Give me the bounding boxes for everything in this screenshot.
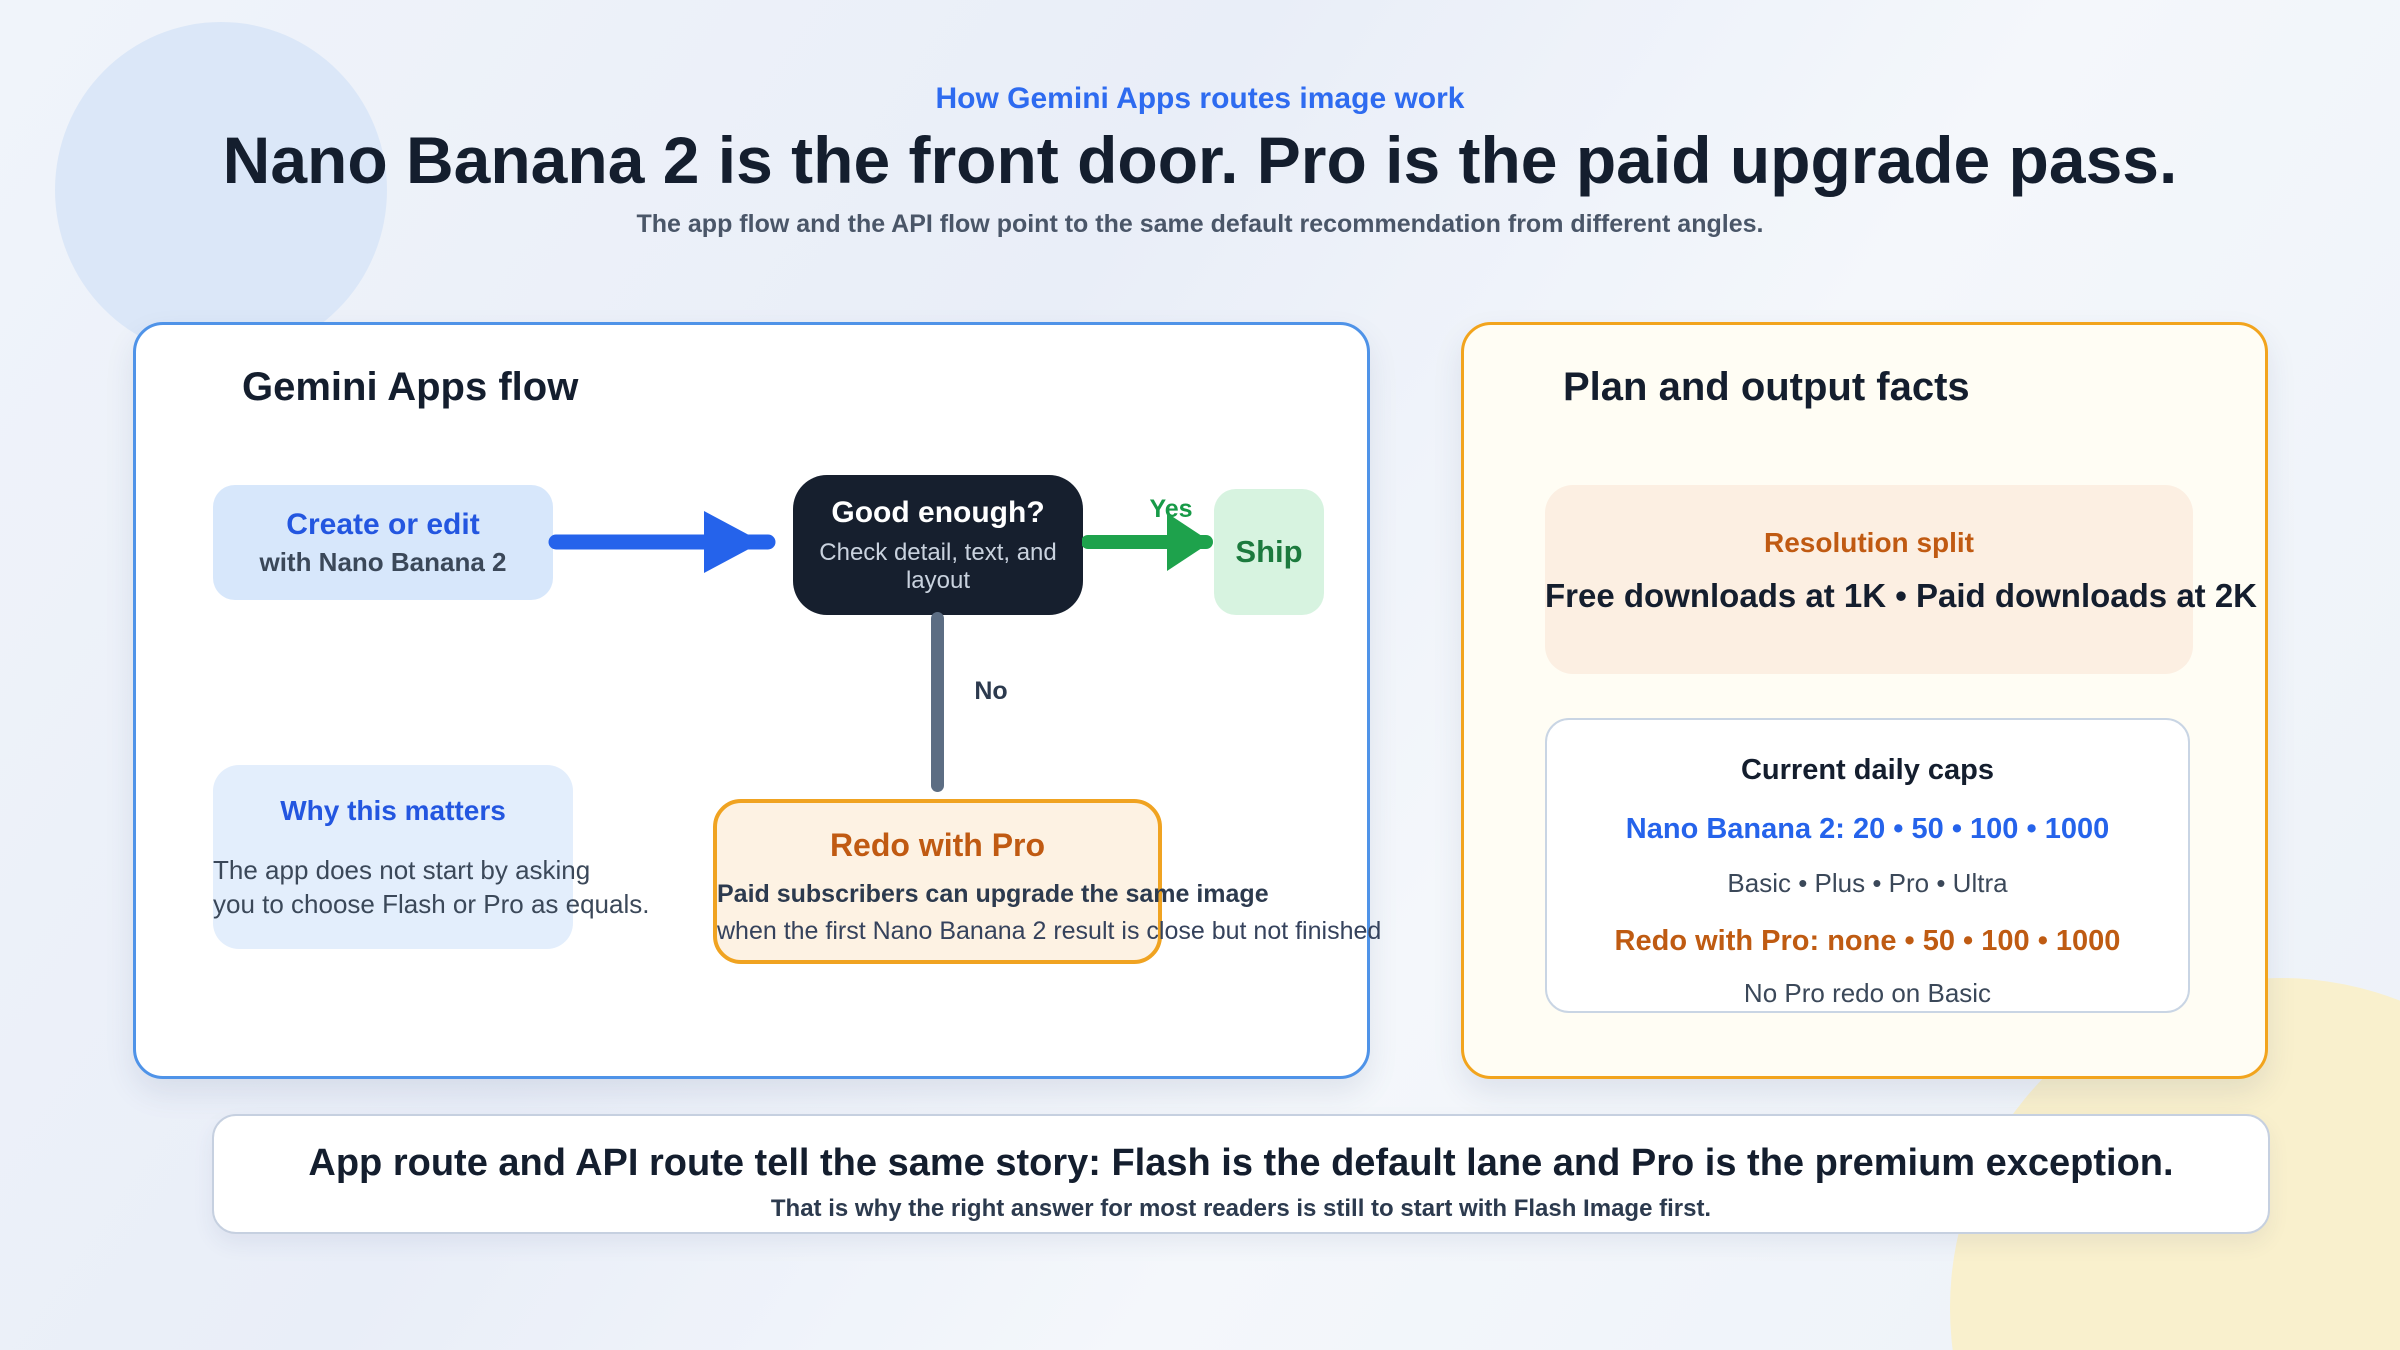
facts-panel-title: Plan and output facts [1563,365,1970,409]
decorative-circle-top-left [55,22,387,358]
no-branch-connector-line [931,612,944,792]
caps-tier-names: Basic • Plus • Pro • Ultra [1727,868,2008,898]
caps-note: No Pro redo on Basic [1743,978,1992,1008]
redo-box-bold-line: Paid subscribers can upgrade the same im… [717,880,1269,908]
decision-node-subtitle: Check detail, text, and layout [819,538,1057,594]
why-box-line2: you to choose Flash or Pro as equals. [213,889,650,919]
caps-nano-banana-values: Nano Banana 2: 20 • 50 • 100 • 1000 [1625,813,2110,845]
create-node-subtitle: with Nano Banana 2 [259,546,507,577]
decision-node-title: Good enough? [831,495,1045,529]
why-this-matters-box: Why this matters The app does not start … [213,765,650,949]
create-node-title: Create or edit [286,507,480,541]
resolution-card-value: Free downloads at 1K • Paid downloads at… [1545,577,2258,614]
current-daily-caps-card: Current daily caps Nano Banana 2: 20 • 5… [1545,718,2190,1013]
caps-card-title: Current daily caps [1740,754,1995,786]
resolution-split-card: Resolution split Free downloads at 1K • … [1545,485,2258,674]
banner-subtitle: That is why the right answer for most re… [770,1195,1712,1222]
why-box-line1: The app does not start by asking [213,855,591,885]
redo-with-pro-box: Redo with Pro Paid subscribers can upgra… [713,799,1382,964]
redo-box-line: when the first Nano Banana 2 result is c… [717,917,1382,945]
create-or-edit-node: Create or edit with Nano Banana 2 [213,485,553,600]
page-title: Nano Banana 2 is the front door. Pro is … [222,123,2178,197]
ship-node-label: Ship [1235,534,1303,569]
gemini-apps-flow-panel: Gemini Apps flow Create or edit with Nan… [133,322,1382,1079]
no-branch-label: No [974,677,1008,705]
apps-flow-panel-title: Gemini Apps flow [242,365,579,409]
page-subtitle: The app flow and the API flow point to t… [636,210,1764,238]
why-box-title: Why this matters [280,795,506,826]
summary-banner: App route and API route tell the same st… [212,1114,2270,1234]
header-kicker: How Gemini Apps routes image work [935,82,1465,115]
caps-redo-pro-values: Redo with Pro: none • 50 • 100 • 1000 [1614,925,2121,957]
redo-box-title: Redo with Pro [829,827,1046,863]
blue-arrow-icon [548,511,776,573]
banner-title: App route and API route tell the same st… [308,1142,2174,1184]
ship-node: Ship [1214,489,1324,615]
plan-output-facts-panel: Plan and output facts Resolution split F… [1461,322,2268,1079]
good-enough-decision-node: Good enough? Check detail, text, and lay… [793,475,1083,615]
green-arrow-icon [1082,513,1213,571]
resolution-card-title: Resolution split [1764,527,1974,558]
